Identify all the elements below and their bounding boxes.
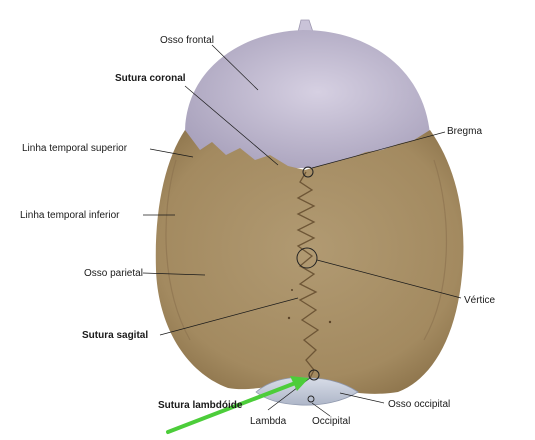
lambda-marker [308,369,320,381]
label-vertice: Vértice [464,295,496,306]
parietal-bone [155,130,464,394]
bregma-marker [302,166,314,178]
label-osso-occipital: Osso occipital [388,399,450,410]
label-linha-temporal-inferior: Linha temporal inferior [20,210,120,221]
leader-lines [142,44,462,417]
vertex-marker [296,247,318,269]
label-occipital: Occipital [312,416,350,427]
label-sutura-sagital: Sutura sagital [82,330,148,341]
occipital-marker [307,395,315,403]
label-sutura-coronal: Sutura coronal [115,73,186,84]
temporal-line-left [165,159,191,341]
label-linha-temporal-superior: Linha temporal superior [22,143,128,154]
label-osso-frontal: Osso frontal [160,35,214,46]
label-sutura-lambdoide: Sutura lambdóide [158,400,243,411]
label-lambda: Lambda [250,416,287,427]
green-arrow [166,376,309,434]
temporal-line-right [423,159,448,341]
label-bregma: Bregma [447,126,482,137]
label-osso-parietal: Osso parietal [84,268,143,279]
frontal-bone [180,30,430,168]
sagittal-suture [296,171,320,379]
